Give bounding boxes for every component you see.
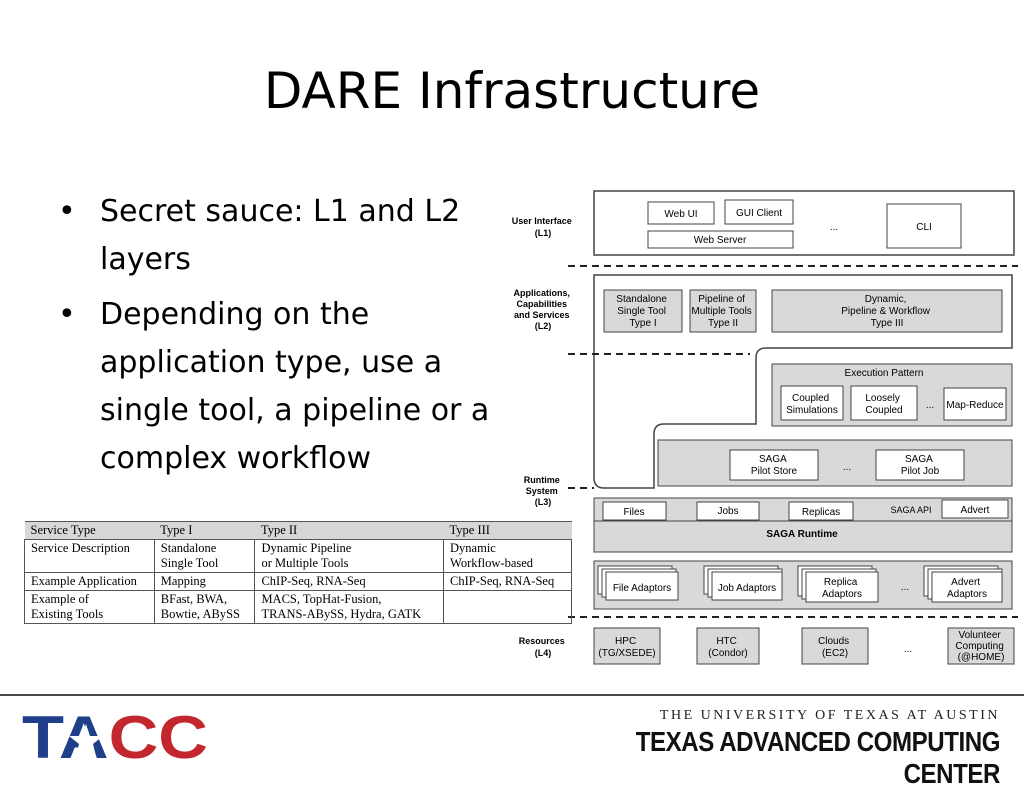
cli-box [886, 203, 962, 249]
advert-adaptors-box [931, 571, 1003, 603]
advert-adaptors-label: Advert Adaptors [947, 577, 987, 600]
type1-label: Standalone Single Tool Type I [616, 294, 669, 329]
replicas-box [788, 501, 854, 521]
exec-ellipsis: ... [926, 400, 934, 411]
slide-title: DARE Infrastructure [263, 62, 761, 120]
table-header: Type III [443, 521, 572, 540]
table-cell: ChIP-Seq, RNA-Seq [254, 572, 445, 591]
resources-ellipsis: ... [904, 644, 912, 655]
bullet-list: Secret sauce: L1 and L2 layers Depending… [58, 188, 503, 490]
replica-adaptors-label: Replica Adaptors [822, 577, 862, 600]
jobs-label: Jobs [717, 506, 738, 517]
adaptors-ellipsis: ... [901, 582, 909, 593]
table-cell: Service Description [24, 539, 155, 573]
map-reduce-box [943, 387, 1007, 421]
job-adaptors-box [711, 571, 783, 601]
volunteer-label: Volunteer Computing (@HOME) [955, 630, 1006, 663]
file-adaptors-label: File Adaptors [613, 583, 671, 594]
footer-divider [0, 694, 1024, 696]
files-label: Files [623, 507, 644, 518]
table-header: Type I [154, 521, 255, 540]
table-header-row: Service Type Type I Type II Type III [24, 521, 572, 540]
architecture-diagram: User Interface (L1) Applications, Capabi… [512, 190, 1018, 665]
job-adaptors-label: Job Adaptors [718, 583, 776, 594]
university-name: THE UNIVERSITY OF TEXAS AT AUSTIN [659, 708, 1000, 723]
replicas-label: Replicas [802, 507, 840, 518]
table-cell: MACS, TopHat-Fusion, TRANS-ABySS, Hydra,… [254, 590, 445, 624]
web-server-box [647, 230, 794, 249]
jobs-box [696, 501, 760, 521]
advert-box [941, 499, 1009, 519]
pilot-job-box [875, 449, 965, 481]
layer-label-l1: User Interface (L1) [512, 216, 575, 238]
saga-runtime-label: SAGA Runtime [766, 529, 838, 540]
pilot-store-label: SAGA Pilot Store [751, 454, 798, 477]
layer-label-l3: Runtime System (L3) [524, 475, 563, 507]
loosely-coupled-label: Loosely Coupled [865, 393, 902, 416]
coupled-simulations-label: Coupled Simulations [786, 393, 838, 416]
htc-box [696, 627, 760, 665]
cli-label: CLI [916, 222, 932, 233]
table-header: Service Type [24, 521, 155, 540]
file-adaptors-box [605, 571, 679, 601]
type2-box [689, 289, 757, 333]
bullet-item: Depending on the application type, use a… [58, 291, 503, 483]
type3-box [771, 289, 1003, 333]
table-cell: Example Application [24, 572, 155, 591]
hpc-label: HPC (TG/XSEDE) [598, 636, 655, 659]
web-ui-box [647, 201, 715, 225]
center-name: TEXAS ADVANCED COMPUTING CENTER [635, 726, 1001, 789]
bullet-item: Secret sauce: L1 and L2 layers [58, 188, 503, 284]
type2-label: Pipeline of Multiple Tools Type II [691, 294, 754, 329]
volunteer-box [947, 627, 1015, 665]
replica-adaptors-box [805, 571, 879, 603]
table-cell: BFast, BWA, Bowtie, ABySS [154, 590, 256, 624]
gui-client-box [724, 199, 794, 225]
type1-box [603, 289, 683, 333]
saga-api-label: SAGA API [890, 505, 931, 515]
web-ui-label: Web UI [664, 209, 697, 220]
gui-client-label: GUI Client [736, 208, 782, 219]
table-cell: ChIP-Seq, RNA-Seq [443, 572, 572, 591]
layer-label-l2: Applications, Capabilities and Services … [513, 288, 572, 331]
table-header: Type II [254, 521, 444, 540]
table-cell [443, 590, 572, 624]
web-server-label: Web Server [694, 235, 747, 246]
hpc-box [593, 627, 661, 665]
loosely-coupled-box [850, 385, 918, 421]
advert-label: Advert [961, 505, 990, 516]
files-box [602, 501, 667, 521]
layer-label-l4: Resources (L4) [519, 636, 568, 658]
table-cell: Mapping [154, 572, 256, 591]
type3-label: Dynamic, Pipeline & Workflow Type III [841, 294, 933, 329]
execution-pattern-title: Execution Pattern [845, 368, 924, 379]
clouds-label: Clouds (EC2) [818, 636, 852, 659]
table-cell: Dynamic Pipeline or Multiple Tools [254, 539, 445, 573]
service-type-table: Service Type Type I Type II Type III Ser… [24, 521, 572, 624]
table-cell: Dynamic Workflow-based [443, 539, 572, 573]
star-icon [69, 724, 103, 756]
clouds-box [801, 627, 869, 665]
pilot-ellipsis: ... [843, 462, 851, 473]
table-cell: Example of Existing Tools [24, 590, 155, 624]
pilot-job-label: SAGA Pilot Job [901, 454, 940, 477]
map-reduce-label: Map-Reduce [946, 400, 1004, 411]
table-cell: Standalone Single Tool [154, 539, 256, 573]
l1-ellipsis: ... [830, 222, 838, 233]
coupled-simulations-box [780, 385, 844, 421]
htc-label: HTC (Condor) [708, 636, 747, 659]
pilot-store-box [729, 449, 819, 481]
